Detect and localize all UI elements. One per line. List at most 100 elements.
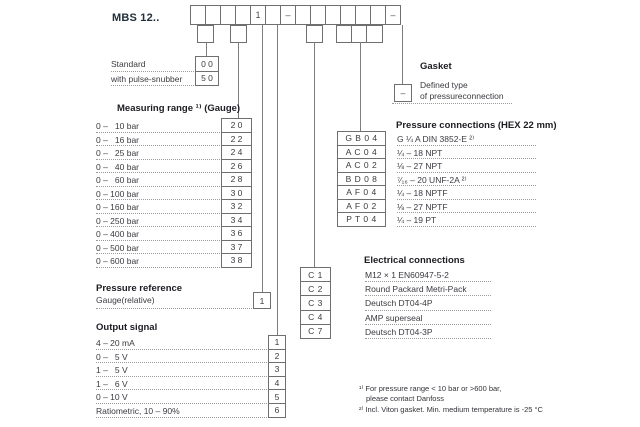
table-row: 0 – 60 bar 2 8 [94,172,252,187]
table-row: 0 – 10 V 5 [94,389,286,404]
row-code-box: A F 0 4 [337,185,386,200]
table-row: 0 – 40 bar 2 6 [94,158,252,173]
type-code-cell [190,5,206,25]
connector-line [206,42,207,58]
table-row: B D 0 8 ⁷⁄₁₆ – 20 UNF-2A ²⁾ [337,171,537,186]
row-label: Round Packard Metri-Pack [365,282,491,297]
type-code-cell [235,5,251,25]
row-code-box: C 4 [300,309,331,325]
row-label: 0 – 60 bar [96,173,220,187]
row-code-box: 0 0 [195,56,219,72]
row-code-box: A C 0 4 [337,144,386,159]
row-label: 0 – 100 bar [96,187,220,200]
standard-table: Standard 0 0 with pulse-snubber 5 0 [109,56,219,86]
type-code-cell [295,5,311,25]
row-code-box: 3 [268,362,286,377]
table-row: Gauge(relative) 1 [94,292,271,309]
connector-line [402,25,403,85]
type-code-cell-row: 1–– [190,5,401,25]
row-label: Gauge(relative) [96,293,252,309]
row-label: 0 – 250 bar [96,214,220,227]
row-label: 0 – 10 V [96,390,267,404]
table-row: A F 0 4 ¼ – 18 NPTF [337,185,537,200]
table-row: 0 – 25 bar 2 4 [94,145,252,160]
connector-box [230,25,247,43]
row-code-box: 2 [268,348,286,364]
type-code-cell: – [280,5,296,25]
row-code-box: P T 0 4 [337,212,386,227]
row-code-box: 2 0 [221,118,252,133]
type-code-cell [370,5,386,25]
table-row: 4 – 20 mA 1 [94,335,286,350]
row-code-box: G B 0 4 [337,131,386,146]
table-row: 0 – 16 bar 2 2 [94,131,252,146]
row-code-box: 6 [268,402,286,418]
row-label: 4 – 20 mA [96,336,267,350]
table-row: A C 0 4 ¼ – 18 NPT [337,144,537,159]
table-row: 0 – 5 V 2 [94,348,286,364]
connector-box [197,25,214,43]
pressure-reference-heading: Pressure reference [96,283,183,294]
row-label: 0 – 16 bar [96,133,220,146]
connector-box [306,25,323,43]
type-code-cell: – [385,5,401,25]
measuring-range-heading: Measuring range ¹⁾ (Gauge) [117,103,241,114]
gasket-heading: Gasket [420,61,452,72]
table-row: with pulse-snubber 5 0 [109,70,219,86]
row-code-box: 1 [268,335,286,350]
row-label: ¼ – 19 PT [397,213,536,227]
row-label: Standard [111,57,194,72]
row-label: 0 – 400 bar [96,227,220,241]
row-label: 1 – 6 V [96,377,267,391]
row-label: 0 – 500 bar [96,241,220,254]
gasket-dotted-line [392,103,512,104]
connector-box [366,25,383,43]
table-row: 0 – 10 bar 2 0 [94,118,252,133]
table-row: Standard 0 0 [109,56,219,72]
table-row: 1 – 6 V 4 [94,375,286,391]
row-code-box: 2 4 [221,145,252,160]
connector-line [314,42,315,268]
connector-line [360,42,361,132]
table-row: C 3 Deutsch DT04-4P [300,295,491,311]
footnote-2: ²⁾ Incl. Viton gasket. Min. medium tempe… [359,405,543,414]
table-row: C 1 M12 × 1 EN60947-5-2 [300,267,491,283]
connector-line [277,25,278,337]
row-label: ⁷⁄₁₆ – 20 UNF-2A ²⁾ [397,173,536,186]
row-label: ¼ – 18 NPTF [397,186,536,200]
table-row: 0 – 600 bar 3 8 [94,253,252,268]
row-code-box: 3 8 [221,253,252,268]
product-title: MBS 12.. [112,12,160,24]
row-label: 0 – 25 bar [96,146,220,160]
table-row: 0 – 250 bar 3 4 [94,212,252,227]
row-label: 0 – 160 bar [96,200,220,214]
table-row: C 7 Deutsch DT04-3P [300,323,491,339]
row-code-box: 2 8 [221,172,252,187]
gasket-line1: Defined type [420,80,468,90]
pressure-connections-heading: Pressure connections (HEX 22 mm) [396,120,557,131]
row-code-box: 2 6 [221,158,252,173]
table-row: 0 – 160 bar 3 2 [94,199,252,214]
row-label: 0 – 5 V [96,350,267,364]
row-label: 1 – 5 V [96,363,267,377]
connector-line [238,42,239,120]
table-row: G B 0 4 G ¼ A DIN 3852-E ²⁾ [337,131,537,146]
table-row: A C 0 2 ⅛ – 27 NPT [337,158,537,173]
measuring-range-table: 0 – 10 bar 2 0 0 – 16 bar 2 2 0 – 25 bar… [94,118,252,268]
type-code-cell [355,5,371,25]
type-code-cell [340,5,356,25]
pressure-reference-table: Gauge(relative) 1 [94,292,271,309]
row-label: M12 × 1 EN60947-5-2 [365,268,491,283]
table-row: Ratiometric, 10 – 90% 6 [94,402,286,418]
row-code-box: 3 0 [221,185,252,200]
row-label: ⅛ – 27 NPT [397,159,536,173]
row-label: 0 – 40 bar [96,160,220,173]
gasket-line2: of pressureconnection [420,91,504,101]
electrical-connections-table: C 1 M12 × 1 EN60947-5-2 C 2 Round Packar… [300,267,491,339]
type-code-cell [205,5,221,25]
table-row: P T 0 4 ¼ – 19 PT [337,212,537,227]
output-signal-heading: Output signal [96,322,158,333]
table-row: 0 – 400 bar 3 6 [94,226,252,241]
row-code-box: 5 [268,389,286,404]
